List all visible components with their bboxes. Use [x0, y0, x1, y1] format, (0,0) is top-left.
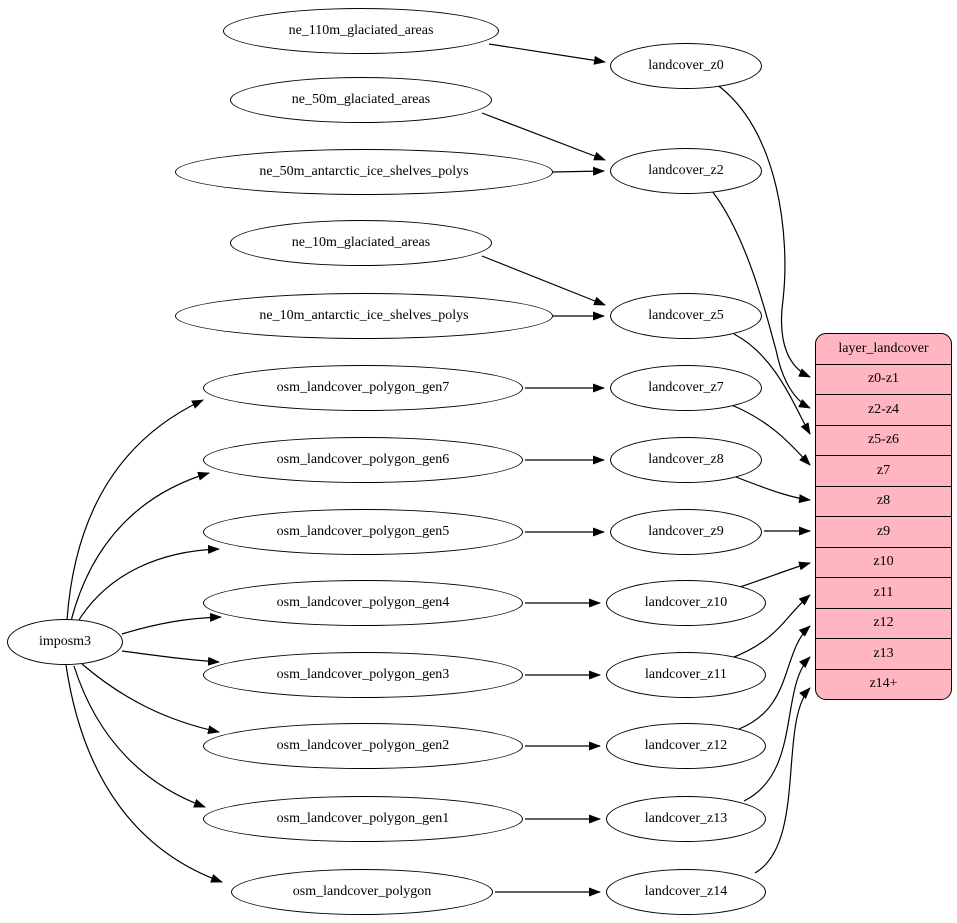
- node-ne-10m-glaciated-areas: ne_10m_glaciated_areas: [230, 220, 492, 266]
- edge-landcover-z13-to-row-z13: [743, 656, 811, 802]
- node-landcover-z7: landcover_z7: [610, 365, 762, 411]
- edge-ne-10m-glaciated-areas-to-landcover-z5: [481, 255, 606, 306]
- node-landcover-z0: landcover_z0: [610, 43, 762, 89]
- edge-imposm3-to-osm-landcover-polygon-gen7: [66, 399, 204, 621]
- node-landcover-z8: landcover_z8: [610, 437, 762, 483]
- node-landcover-z14: landcover_z14: [606, 869, 766, 915]
- edge-landcover-z11-to-row-z11: [728, 594, 811, 660]
- record-row-z7: z7: [816, 455, 951, 486]
- record-layer-landcover: layer_landcover z0-z1 z2-z4 z5-z6 z7 z8 …: [815, 333, 952, 700]
- node-osm-landcover-polygon-gen2: osm_landcover_polygon_gen2: [203, 723, 523, 769]
- record-row-z0-z1: z0-z1: [816, 363, 951, 395]
- edge-imposm3-to-osm-landcover-polygon-gen1: [73, 665, 206, 808]
- edge-imposm3-to-osm-landcover-polygon-gen5: [76, 544, 220, 624]
- record-row-z8: z8: [816, 485, 951, 517]
- edge-landcover-z14-to-row-z14plus: [754, 687, 811, 874]
- edge-ne-50m-antarctic-ice-shelves-polys-to-landcover-z2: [552, 166, 605, 176]
- record-row-z11: z11: [816, 577, 951, 608]
- record-row-z9: z9: [816, 516, 951, 547]
- node-ne-110m-glaciated-areas: ne_110m_glaciated_areas: [223, 8, 499, 54]
- record-row-z5-z6: z5-z6: [816, 424, 951, 456]
- edge-imposm3-to-osm-landcover-polygon-gen3: [121, 650, 220, 666]
- edge-ne-110m-glaciated-areas-to-landcover-z0: [488, 43, 606, 65]
- record-row-z2-z4: z2-z4: [816, 394, 951, 425]
- node-osm-landcover-polygon-gen6: osm_landcover_polygon_gen6: [203, 437, 523, 483]
- node-osm-landcover-polygon: osm_landcover_polygon: [231, 869, 493, 915]
- node-ne-50m-antarctic-ice-shelves-polys: ne_50m_antarctic_ice_shelves_polys: [175, 149, 553, 195]
- node-landcover-z2: landcover_z2: [610, 148, 762, 194]
- edge-imposm3-to-osm-landcover-polygon-gen4: [121, 612, 222, 635]
- node-landcover-z9: landcover_z9: [610, 509, 762, 555]
- edge-landcover-z5-to-row-z5-z6: [733, 333, 811, 435]
- record-title: layer_landcover: [838, 340, 929, 356]
- record-row-z12: z12: [816, 607, 951, 639]
- node-ne-10m-antarctic-ice-shelves-polys: ne_10m_antarctic_ice_shelves_polys: [175, 293, 553, 339]
- edge-landcover-z7-to-row-z7: [728, 403, 811, 466]
- edge-imposm3-to-osm-landcover-polygon-gen2: [81, 663, 220, 735]
- node-landcover-z5: landcover_z5: [610, 293, 762, 339]
- edge-imposm3-to-osm-landcover-polygon: [65, 664, 223, 883]
- node-imposm3: imposm3: [7, 619, 123, 665]
- node-landcover-z12: landcover_z12: [606, 723, 766, 769]
- edge-landcover-z12-to-row-z12: [738, 625, 811, 730]
- node-osm-landcover-polygon-gen5: osm_landcover_polygon_gen5: [203, 509, 523, 555]
- edge-ne-50m-glaciated-areas-to-landcover-z2: [481, 112, 606, 161]
- node-osm-landcover-polygon-gen3: osm_landcover_polygon_gen3: [203, 652, 523, 698]
- node-osm-landcover-polygon-gen7: osm_landcover_polygon_gen7: [203, 365, 523, 411]
- edge-landcover-z0-to-row-z0-z1: [715, 83, 811, 378]
- edge-landcover-z10-to-row-z10: [739, 561, 811, 588]
- record-row-z14plus: z14+: [816, 668, 951, 700]
- edge-landcover-z2-to-row-z2-z4: [711, 190, 811, 409]
- node-osm-landcover-polygon-gen4: osm_landcover_polygon_gen4: [203, 580, 523, 626]
- node-osm-landcover-polygon-gen1: osm_landcover_polygon_gen1: [203, 796, 523, 842]
- edge-landcover-z8-to-row-z8: [735, 476, 811, 504]
- edge-imposm3-to-osm-landcover-polygon-gen6: [70, 471, 210, 622]
- node-ne-50m-glaciated-areas: ne_50m_glaciated_areas: [230, 77, 492, 123]
- record-row-z13: z13: [816, 638, 951, 669]
- node-landcover-z11: landcover_z11: [606, 652, 766, 698]
- record-row-z10: z10: [816, 546, 951, 578]
- node-landcover-z10: landcover_z10: [606, 580, 766, 626]
- node-landcover-z13: landcover_z13: [606, 796, 766, 842]
